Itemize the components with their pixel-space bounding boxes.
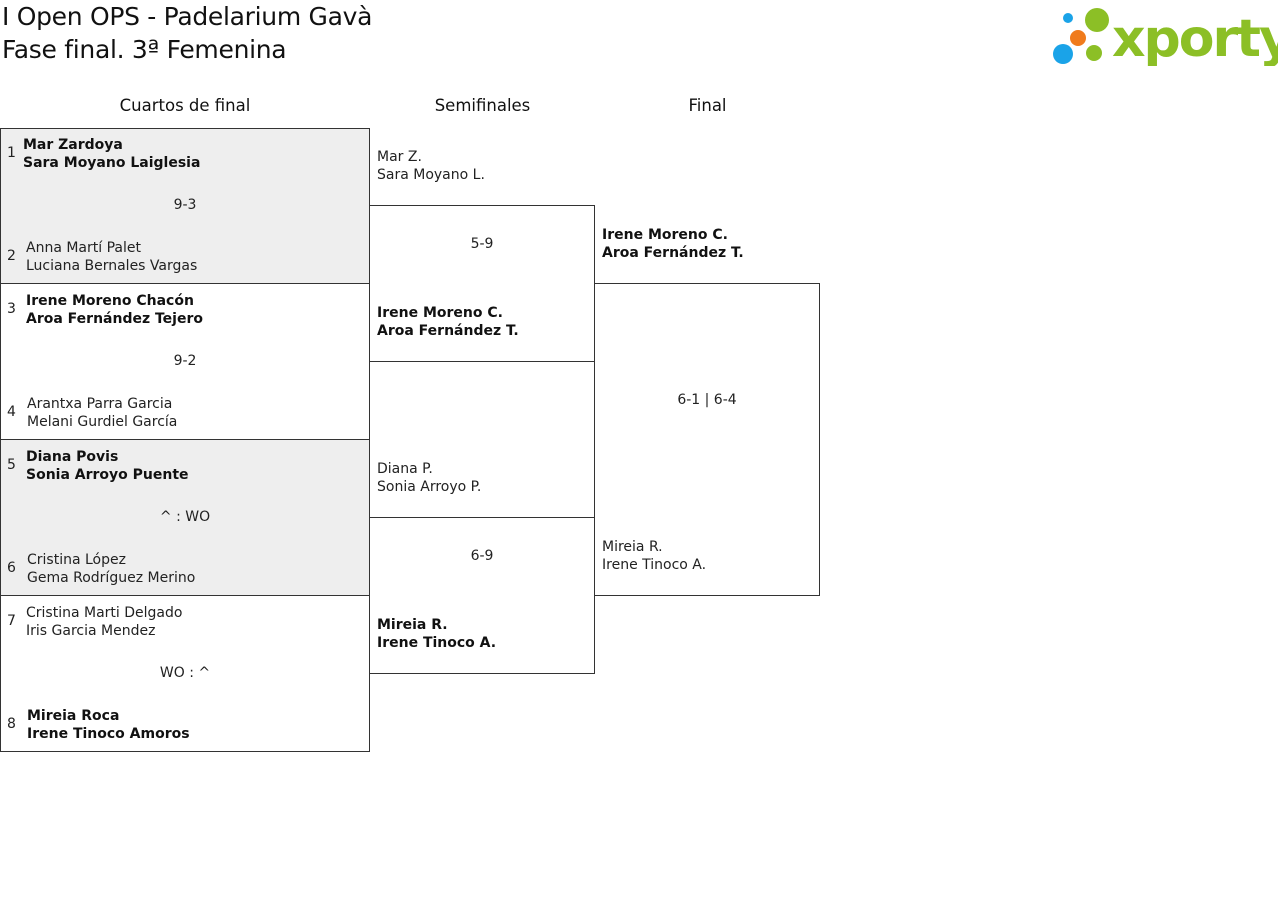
player-name: Gema Rodríguez Merino: [27, 570, 196, 586]
match-score: 6-9: [470, 548, 494, 564]
player-name: Sara Moyano Laiglesia: [23, 155, 201, 171]
player-name: Sonia Arroyo Puente: [26, 467, 189, 483]
round-header-quarterfinals: Cuartos de final: [119, 96, 251, 115]
final-match[interactable]: [594, 283, 820, 596]
tournament-title: I Open OPS - Padelarium Gavà: [2, 2, 373, 31]
seed-number: 3: [7, 301, 16, 317]
seed-number: 6: [7, 560, 16, 576]
seed-number: 7: [7, 613, 16, 629]
match-score: 9-3: [173, 197, 197, 213]
match-score: 5-9: [470, 236, 494, 252]
match-score: 9-2: [173, 353, 197, 369]
player-name: Mireia Roca: [27, 708, 120, 724]
player-name: Mireia R.: [602, 539, 663, 555]
player-name: Melani Gurdiel García: [27, 414, 178, 430]
player-name: Irene Tinoco Amoros: [27, 726, 190, 742]
match-score: WO : ^: [159, 665, 211, 681]
player-name: Aroa Fernández T.: [602, 245, 744, 261]
player-name: Luciana Bernales Vargas: [26, 258, 198, 274]
round-header-final: Final: [688, 96, 727, 115]
final-score: 6-1 | 6-4: [677, 392, 737, 408]
match-score: ^ : WO: [159, 509, 211, 525]
seed-number: 8: [7, 716, 16, 732]
player-name: Irene Tinoco A.: [377, 635, 497, 651]
player-name: Arantxa Parra Garcia: [27, 396, 173, 412]
player-name: Sara Moyano L.: [377, 167, 485, 183]
player-name: Aroa Fernández T.: [377, 323, 519, 339]
player-name: Mar Z.: [377, 149, 422, 165]
player-name: Diana P.: [377, 461, 433, 477]
seed-number: 2: [7, 248, 16, 264]
player-name: Cristina Marti Delgado: [26, 605, 183, 621]
xporty-logo-text: xporty: [1112, 9, 1278, 66]
seed-number: 5: [7, 457, 16, 473]
player-name: Irene Moreno Chacón: [26, 293, 194, 309]
player-name: Irene Moreno C.: [602, 227, 728, 243]
player-name: Mar Zardoya: [23, 137, 123, 153]
seed-number: 1: [7, 145, 16, 161]
round-header-semifinals: Semifinales: [434, 96, 531, 115]
xporty-logo[interactable]: xporty: [1050, 4, 1280, 69]
quarterfinal-match-3[interactable]: [0, 439, 370, 596]
player-name: Aroa Fernández Tejero: [26, 311, 203, 327]
seed-number: 4: [7, 404, 16, 420]
player-name: Mireia R.: [377, 617, 448, 633]
phase-title: Fase final. 3ª Femenina: [2, 35, 287, 64]
player-name: Sonia Arroyo P.: [377, 479, 482, 495]
player-name: Irene Moreno C.: [377, 305, 503, 321]
player-name: Irene Tinoco A.: [602, 557, 707, 573]
xporty-logo-graphic: xporty: [1053, 8, 1280, 69]
player-name: Diana Povis: [26, 449, 119, 465]
player-name: Anna Martí Palet: [26, 240, 141, 256]
player-name: Cristina López: [27, 552, 126, 568]
quarterfinal-match-1[interactable]: [0, 128, 370, 284]
player-name: Iris Garcia Mendez: [26, 623, 156, 639]
